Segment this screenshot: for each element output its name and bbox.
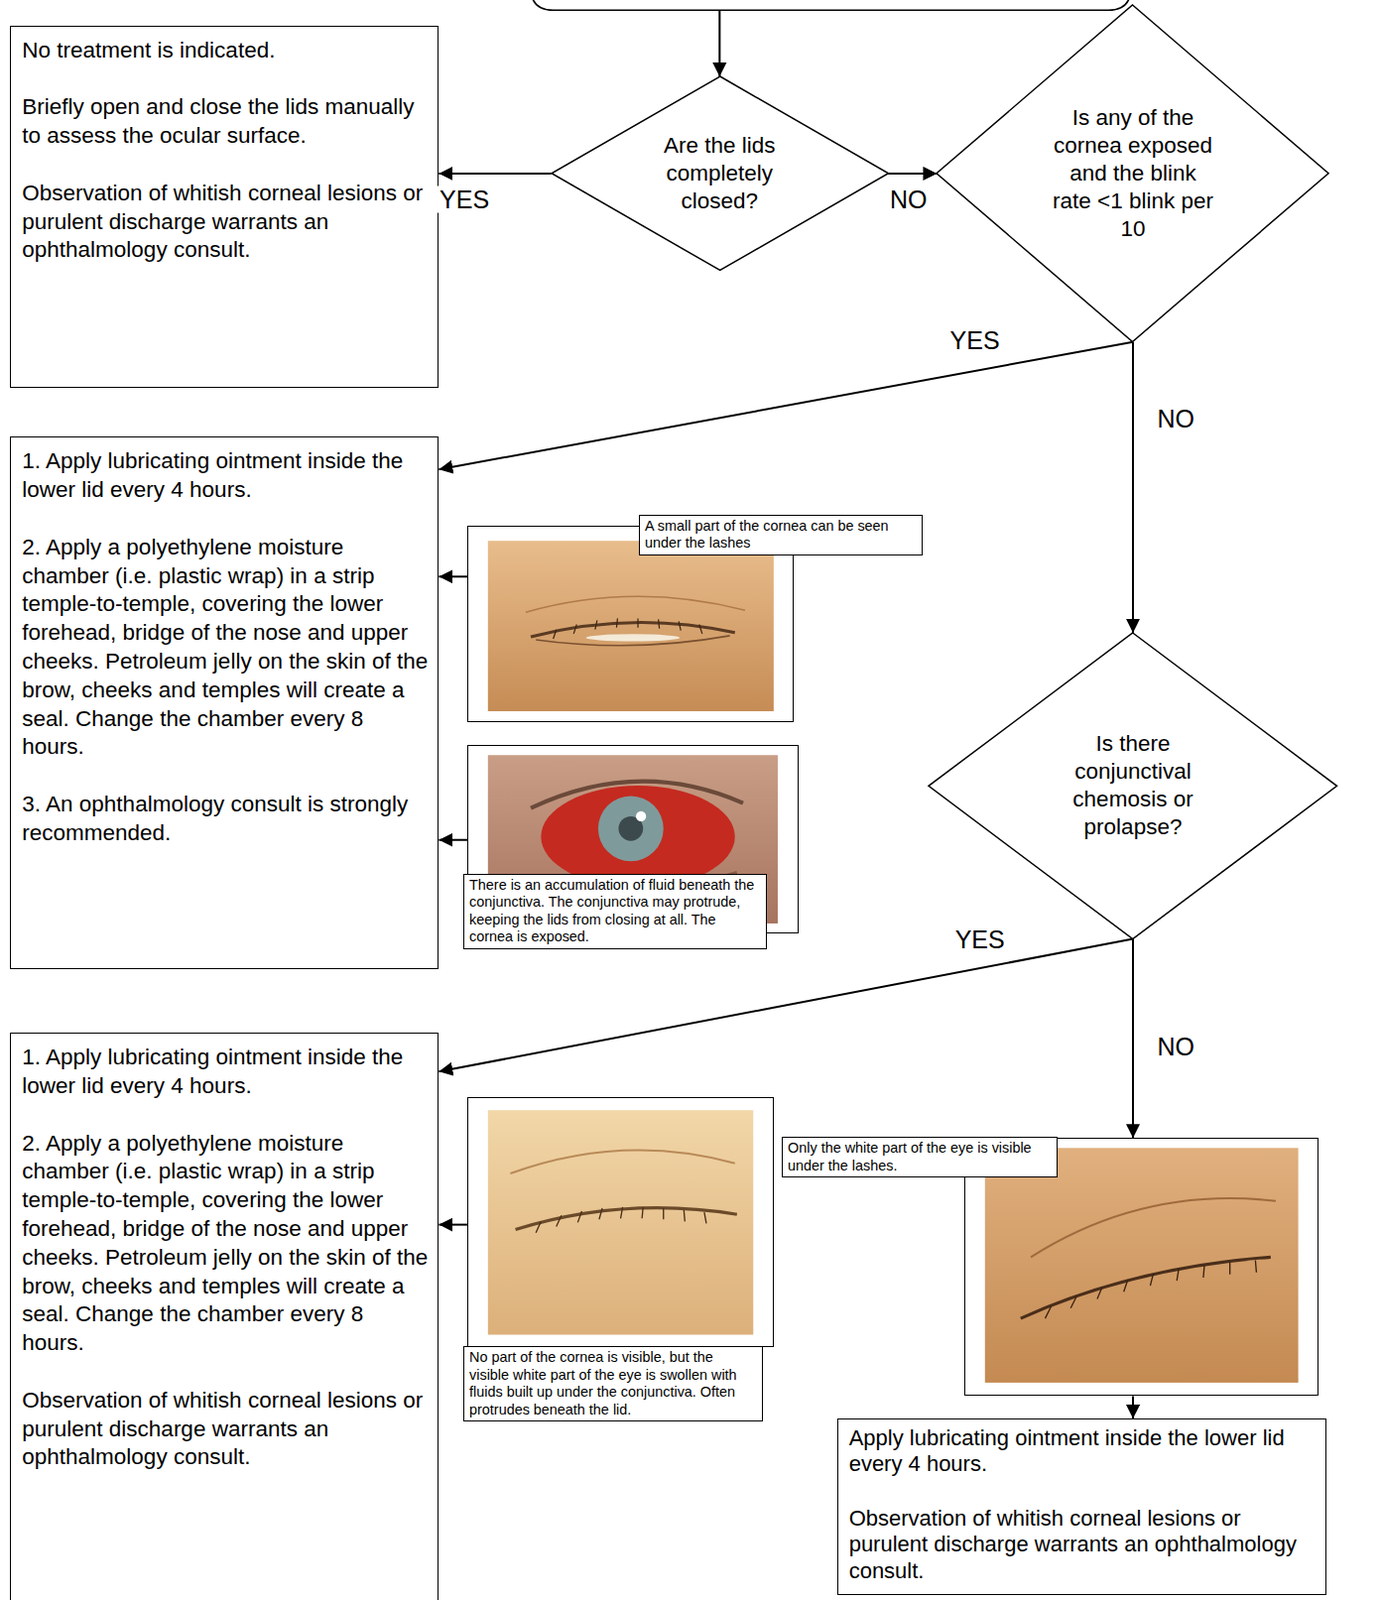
flow-arrow: [438, 839, 468, 842]
photo-frame: Only the white part of the eye is visibl…: [964, 1137, 1319, 1396]
branch-label: YES: [437, 185, 492, 213]
decision-diamond: Are the lids completely closed?: [551, 76, 889, 270]
eye-photo: [488, 1110, 753, 1335]
flow-arrow: [1131, 1395, 1134, 1419]
photo-ground: [985, 1147, 1299, 1383]
lower-lid: [535, 635, 730, 646]
decision-text: Is any of the cornea exposed and the bli…: [1048, 104, 1218, 245]
box-text: Briefly open and close the lids manually…: [21, 93, 428, 151]
box-text: Apply lubricating ointment inside the lo…: [849, 1425, 1317, 1479]
photo-frame: A small part of the cornea can be seen u…: [467, 525, 794, 724]
decision-text: Is there conjunctival chemosis or prolap…: [1056, 730, 1210, 843]
process-box: 1. Apply lubricating ointment inside the…: [9, 1032, 439, 1600]
upper-lid: [530, 781, 744, 809]
box-text: Observation of whitish corneal lesions o…: [849, 1505, 1317, 1585]
photo-frame: No part of the cornea is visible, but th…: [467, 1097, 774, 1348]
box-text: 1. Apply lubricating ointment inside the…: [21, 1043, 428, 1102]
decision-diamond: Is there conjunctival chemosis or prolap…: [928, 632, 1338, 940]
iris: [598, 795, 664, 862]
flow-arrow: [438, 939, 1133, 1073]
flow-arrow: [1131, 342, 1134, 633]
photo-ground: [488, 540, 774, 712]
lid-crease: [525, 596, 746, 613]
upper-lid: [530, 622, 736, 636]
closed-lid: [515, 1208, 738, 1231]
branch-label: NO: [1154, 1032, 1197, 1060]
diamond-outline: [928, 632, 1338, 940]
photo-frame: There is an accumulation of fluid beneat…: [467, 745, 798, 934]
flow-arrow: [438, 172, 551, 175]
flow-arrow: [438, 1224, 468, 1227]
start-box-edge: [530, 0, 1131, 10]
flow-arrow: [1131, 939, 1134, 1139]
photo-caption: Only the white part of the eye is visibl…: [781, 1136, 1058, 1178]
lid-crease: [1030, 1198, 1276, 1257]
decision-diamond: Is any of the cornea exposed and the bli…: [936, 4, 1329, 343]
process-box: No treatment is indicated. Briefly open a…: [9, 25, 439, 388]
lashes: [535, 1207, 707, 1234]
box-text: 2. Apply a polyethylene moisture chamber…: [21, 1129, 428, 1359]
diamond-shape: [928, 632, 1338, 940]
chemosis: [540, 785, 735, 888]
decision-text: Are the lids completely closed?: [652, 131, 786, 216]
box-text: Observation of whitish corneal lesions o…: [21, 179, 428, 265]
photo-ground: [488, 1110, 753, 1335]
process-box: Apply lubricating ointment inside the lo…: [837, 1418, 1328, 1596]
entry-arrow: [718, 9, 721, 77]
flow-arrow: [887, 172, 937, 175]
box-text: 1. Apply lubricating ointment inside the…: [21, 447, 428, 505]
box-text: 3. An ophthalmology consult is strongly …: [21, 790, 428, 849]
branch-label: YES: [953, 925, 1007, 953]
photo-caption: There is an accumulation of fluid beneat…: [463, 874, 767, 950]
branch-label: NO: [887, 185, 930, 213]
box-text: 2. Apply a polyethylene moisture chamber…: [21, 533, 428, 762]
lashes: [553, 618, 703, 639]
flow-arrow: [438, 575, 468, 578]
lashes: [1044, 1259, 1256, 1319]
process-box: 1. Apply lubricating ointment inside the…: [9, 436, 439, 970]
closed-lid: [1020, 1256, 1271, 1319]
box-text: Observation of whitish corneal lesions o…: [21, 1386, 428, 1473]
flow-arrow: [438, 342, 1133, 471]
highlight: [635, 811, 646, 822]
photo-caption: No part of the cornea is visible, but th…: [463, 1346, 762, 1422]
cornea-slit: [586, 633, 681, 641]
branch-label: YES: [948, 326, 1003, 354]
box-text: No treatment is indicated.: [21, 36, 428, 66]
diamond-shape: [551, 76, 889, 270]
branch-label: NO: [1154, 404, 1197, 432]
eye-photo: [488, 540, 774, 712]
eye-photo: [985, 1147, 1299, 1383]
lid-crease: [509, 1149, 735, 1174]
diamond-shape: [936, 4, 1329, 343]
photo-caption: A small part of the cornea can be seen u…: [638, 514, 923, 556]
